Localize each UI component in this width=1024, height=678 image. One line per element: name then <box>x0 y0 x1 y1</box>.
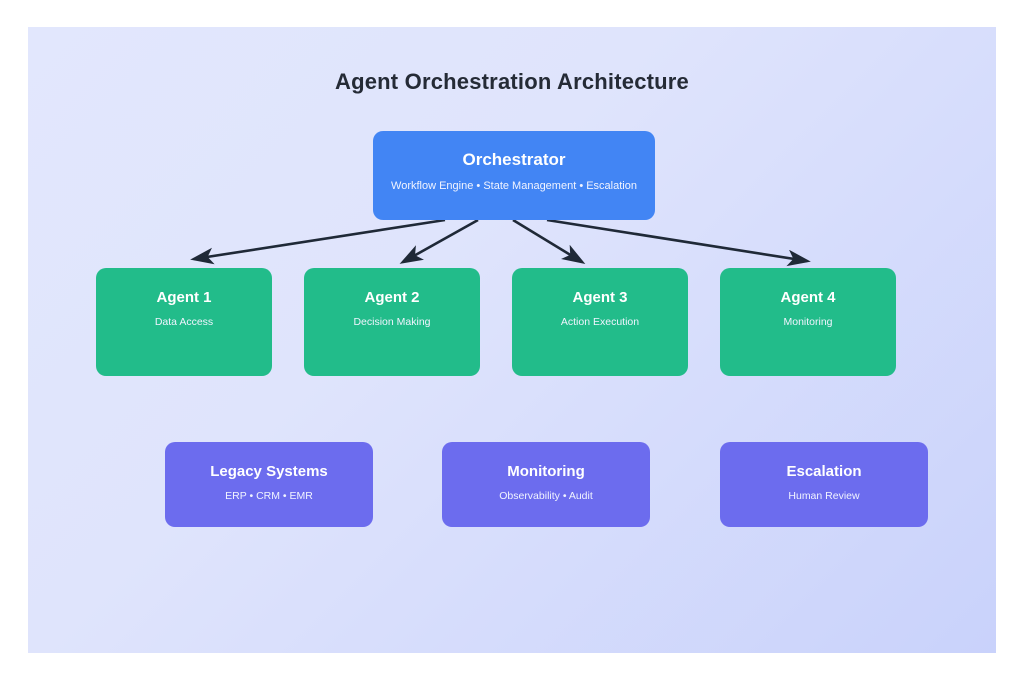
node-agent-4[interactable]: Agent 4 Monitoring <box>720 268 896 376</box>
node-agent-2[interactable]: Agent 2 Decision Making <box>304 268 480 376</box>
node-agent-3-title: Agent 3 <box>572 289 628 306</box>
node-escalation-title: Escalation <box>786 463 862 480</box>
node-agent-2-subtitle: Decision Making <box>353 315 431 328</box>
node-agent-4-title: Agent 4 <box>780 289 836 306</box>
node-monitoring[interactable]: Monitoring Observability • Audit <box>442 442 650 527</box>
node-legacy-systems-subtitle: ERP • CRM • EMR <box>225 489 313 502</box>
node-agent-1[interactable]: Agent 1 Data Access <box>96 268 272 376</box>
node-agent-3-subtitle: Action Execution <box>560 315 640 328</box>
node-legacy-systems[interactable]: Legacy Systems ERP • CRM • EMR <box>165 442 373 527</box>
node-agent-4-subtitle: Monitoring <box>783 315 833 328</box>
page-title: Agent Orchestration Architecture <box>335 69 689 94</box>
node-agent-1-subtitle: Data Access <box>154 315 214 328</box>
connector-orchestrator-agent-3 <box>512 218 586 265</box>
node-escalation[interactable]: Escalation Human Review <box>720 442 928 527</box>
node-monitoring-title: Monitoring <box>507 463 585 480</box>
connector-orchestrator-agent-2 <box>399 218 479 264</box>
node-monitoring-subtitle: Observability • Audit <box>499 489 593 502</box>
diagram-panel: Agent Orchestration Architecture Orchest… <box>28 27 996 653</box>
connector-orchestrator-agent-1 <box>190 218 446 265</box>
connector-orchestrator-agent-4 <box>546 218 811 267</box>
node-orchestrator-subtitle: Workflow Engine • State Management • Esc… <box>391 179 637 192</box>
node-agent-2-title: Agent 2 <box>364 289 420 306</box>
node-agent-1-title: Agent 1 <box>156 289 212 306</box>
node-agent-3[interactable]: Agent 3 Action Execution <box>512 268 688 376</box>
node-legacy-systems-title: Legacy Systems <box>210 463 328 480</box>
node-orchestrator-title: Orchestrator <box>462 150 566 169</box>
node-escalation-subtitle: Human Review <box>788 489 860 502</box>
node-orchestrator[interactable]: Orchestrator Workflow Engine • State Man… <box>373 131 655 220</box>
